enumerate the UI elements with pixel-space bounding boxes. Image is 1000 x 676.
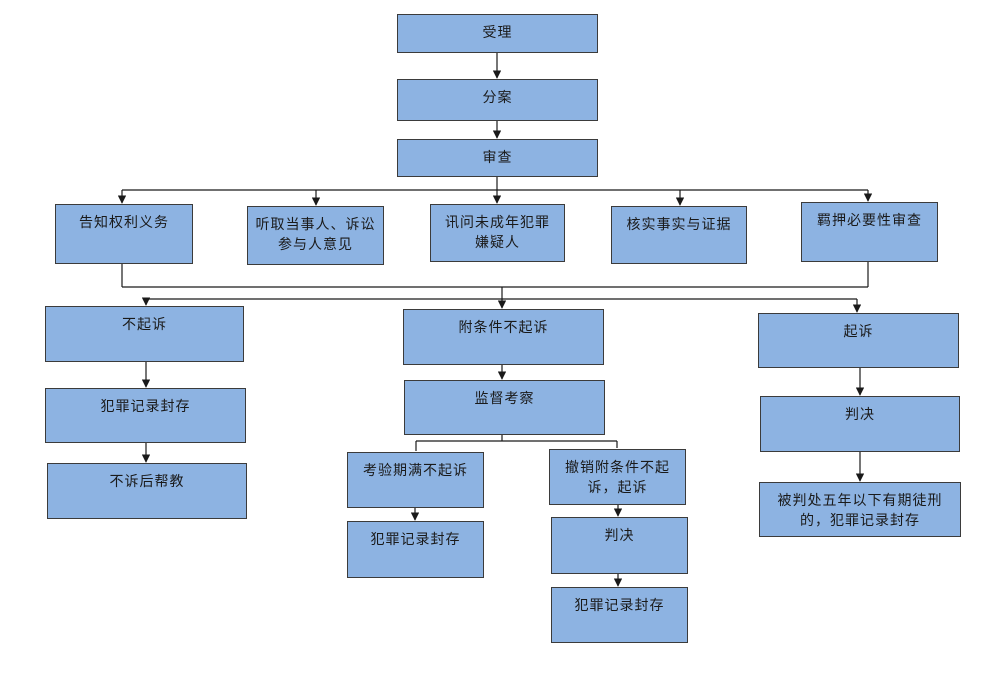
node-conditional-no-prosecution-label: 附条件不起诉	[458, 320, 549, 336]
node-conditional-no-prosecution: 附条件不起诉	[403, 309, 604, 365]
node-probation-expired: 考验期满不起诉	[347, 452, 484, 508]
node-sentence-seal-label: 被判处五年以下有期徒刑的，犯罪记录封存	[777, 493, 943, 529]
node-no-prosecution-label: 不起诉	[122, 317, 167, 333]
node-record-seal-2: 犯罪记录封存	[347, 521, 484, 578]
node-assign-label: 分案	[482, 90, 513, 106]
node-record-seal-1: 犯罪记录封存	[45, 388, 246, 443]
node-prosecute-label: 起诉	[843, 324, 874, 340]
node-inform-rights: 告知权利义务	[55, 204, 193, 264]
node-supervision-label: 监督考察	[474, 391, 535, 407]
node-interrogate-minor: 讯问未成年犯罪嫌疑人	[430, 204, 565, 262]
node-post-help-label: 不诉后帮教	[109, 474, 185, 490]
node-assign: 分案	[397, 79, 598, 121]
node-detention-review: 羁押必要性审查	[801, 202, 938, 262]
node-judgment: 判决	[760, 396, 960, 452]
node-accept: 受理	[397, 14, 598, 53]
node-post-help: 不诉后帮教	[47, 463, 247, 519]
node-probation-expired-label: 考验期满不起诉	[363, 463, 468, 479]
node-supervision: 监督考察	[404, 380, 605, 435]
node-record-seal-2-label: 犯罪记录封存	[370, 532, 461, 548]
node-accept-label: 受理	[482, 25, 513, 41]
node-prosecute: 起诉	[758, 313, 959, 368]
node-judgment-2-label: 判决	[604, 528, 635, 544]
node-detention-review-label: 羁押必要性审查	[817, 213, 922, 229]
node-interrogate-minor-label: 讯问未成年犯罪嫌疑人	[445, 215, 550, 251]
node-hear-opinions-label: 听取当事人、诉讼参与人意见	[255, 217, 376, 253]
node-record-seal-3-label: 犯罪记录封存	[574, 598, 665, 614]
node-review: 审查	[397, 139, 598, 177]
node-record-seal-1-label: 犯罪记录封存	[100, 399, 191, 415]
node-revoke-and-prosecute-label: 撤销附条件不起诉，起诉	[565, 460, 670, 496]
node-inform-rights-label: 告知权利义务	[79, 215, 169, 231]
node-revoke-and-prosecute: 撤销附条件不起诉，起诉	[549, 449, 686, 505]
node-review-label: 审查	[482, 150, 513, 166]
node-sentence-seal: 被判处五年以下有期徒刑的，犯罪记录封存	[759, 482, 961, 537]
node-judgment-label: 判决	[845, 407, 875, 423]
node-record-seal-3: 犯罪记录封存	[551, 587, 688, 643]
node-verify-facts: 核实事实与证据	[611, 206, 747, 264]
node-judgment-2: 判决	[551, 517, 688, 574]
node-verify-facts-label: 核实事实与证据	[626, 217, 732, 233]
node-no-prosecution: 不起诉	[45, 306, 244, 362]
node-hear-opinions: 听取当事人、诉讼参与人意见	[247, 206, 384, 265]
